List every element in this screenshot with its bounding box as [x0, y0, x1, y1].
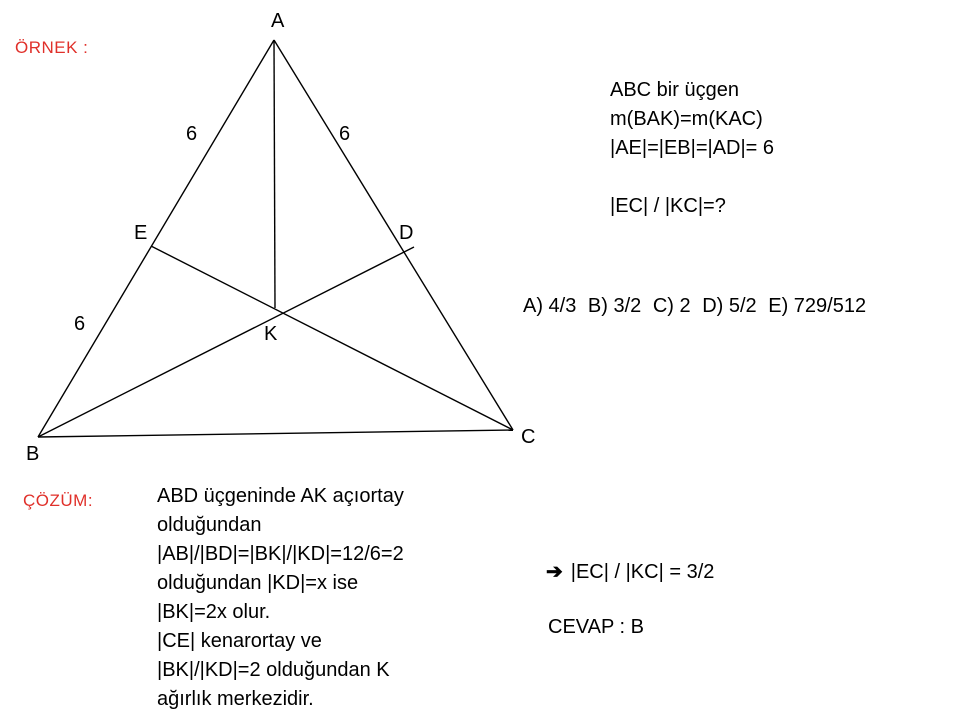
choice-a: A) 4/3	[523, 295, 577, 317]
result-text: |EC| / |KC| = 3/2	[570, 561, 715, 583]
solution-line: ABD üçgeninde AK açıortay	[157, 485, 404, 507]
solution-line: olduğundan |KD|=x ise	[157, 572, 359, 594]
solution-line: olduğundan	[157, 514, 262, 536]
right-arrow-icon: ➔	[546, 561, 563, 583]
answer-text: CEVAP : B	[548, 616, 644, 638]
side-ab	[37, 39, 275, 438]
solution-line: ağırlık merkezidir.	[157, 688, 314, 710]
solution-label: ÇÖZÜM:	[23, 491, 94, 510]
point-label-c: C	[521, 426, 535, 448]
point-label-b: B	[26, 443, 39, 465]
length-label-ad: 6	[339, 123, 350, 145]
example-label: ÖRNEK :	[15, 38, 89, 57]
length-label-ae: 6	[186, 123, 197, 145]
solution-text: ABD üçgeninde AK açıortay olduğundan |AB…	[157, 482, 404, 714]
solution-line: |CE| kenarortay ve	[157, 630, 322, 652]
segment-bd	[37, 246, 415, 438]
side-ac	[273, 39, 514, 431]
problem-line: |AE|=|EB|=|AD|= 6	[610, 137, 775, 159]
point-label-a: A	[271, 10, 285, 32]
problem-line: |EC| / |KC|=?	[610, 195, 726, 217]
answer-choices: A) 4/3 B) 3/2 C) 2 D) 5/2 E) 729/512	[523, 295, 872, 318]
point-label-d: D	[399, 222, 413, 244]
length-label-eb: 6	[74, 313, 85, 335]
segment-ec	[150, 245, 514, 431]
choice-b: B) 3/2	[587, 295, 642, 317]
problem-line	[610, 163, 774, 192]
result-statement: ➔ |EC| / |KC| = 3/2	[546, 559, 714, 584]
point-label-e: E	[134, 222, 147, 244]
solution-line: |AB|/|BD|=|BK|/|KD|=12/6=2	[157, 543, 404, 565]
choice-d: D) 5/2	[702, 295, 757, 317]
choice-c: C) 2	[652, 295, 691, 317]
choice-e: E) 729/512	[768, 295, 867, 317]
point-label-k: K	[264, 323, 278, 345]
segment-ak	[273, 39, 276, 309]
problem-line: m(BAK)=m(KAC)	[610, 108, 763, 130]
solution-line: |BK|/|KD|=2 olduğundan K	[157, 659, 390, 681]
side-bc	[37, 429, 514, 438]
problem-statement: ABC bir üçgen m(BAK)=m(KAC) |AE|=|EB|=|A…	[610, 76, 774, 221]
problem-line: ABC bir üçgen	[610, 79, 739, 101]
solution-line: |BK|=2x olur.	[157, 601, 271, 623]
